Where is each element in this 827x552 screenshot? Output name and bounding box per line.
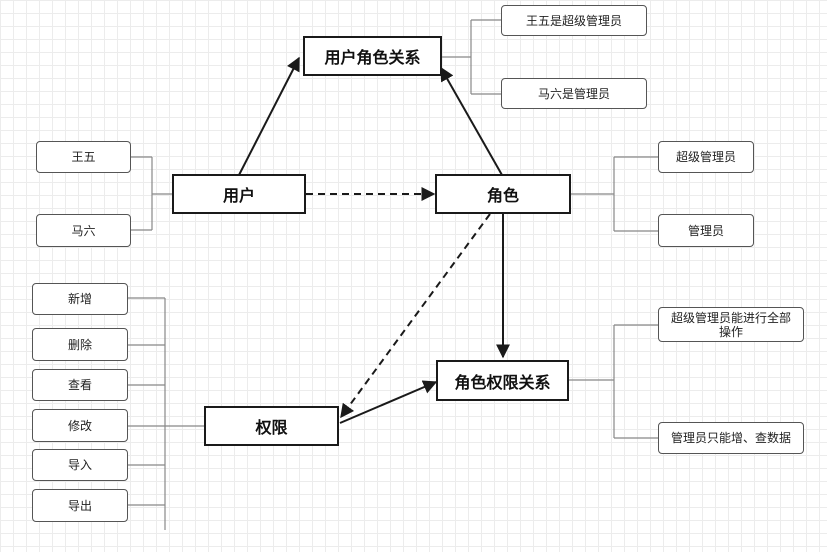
permission-export[interactable]: 导出 xyxy=(32,489,128,522)
user-role-relation-node[interactable]: 用户角色关系 xyxy=(303,36,442,76)
permission-view[interactable]: 查看 xyxy=(32,369,128,401)
bracket-roles xyxy=(571,156,658,232)
user-maliu[interactable]: 马六 xyxy=(36,214,131,247)
role-node[interactable]: 角色 xyxy=(435,174,571,214)
permission-delete[interactable]: 删除 xyxy=(32,328,128,361)
permission-edit[interactable]: 修改 xyxy=(32,409,128,442)
role-super-admin[interactable]: 超级管理员 xyxy=(658,141,754,173)
bracket-users xyxy=(131,156,172,231)
role-permission-relation-node[interactable]: 角色权限关系 xyxy=(436,360,569,401)
note-wangwu-super-admin[interactable]: 王五是超级管理员 xyxy=(501,5,647,36)
permission-import[interactable]: 导入 xyxy=(32,449,128,481)
role-admin[interactable]: 管理员 xyxy=(658,214,754,247)
user-node[interactable]: 用户 xyxy=(172,174,306,214)
dashed-arrow-role-to-permission xyxy=(340,213,491,419)
bracket-permissions xyxy=(128,297,205,530)
note-maliu-admin[interactable]: 马六是管理员 xyxy=(501,78,647,109)
arrow-role-to-relation xyxy=(440,66,503,176)
user-wangwu[interactable]: 王五 xyxy=(36,141,131,173)
arrow-user-to-relation xyxy=(238,56,300,176)
permission-node[interactable]: 权限 xyxy=(204,406,339,446)
arrow-permission-to-relation xyxy=(339,380,438,424)
note-admin-add-view[interactable]: 管理员只能增、查数据 xyxy=(658,422,804,454)
bracket-role-permission-notes xyxy=(569,324,658,439)
bracket-user-role-notes xyxy=(442,19,501,95)
permission-add[interactable]: 新增 xyxy=(32,283,128,315)
note-super-admin-all-ops[interactable]: 超级管理员能进行全部操作 xyxy=(658,307,804,342)
